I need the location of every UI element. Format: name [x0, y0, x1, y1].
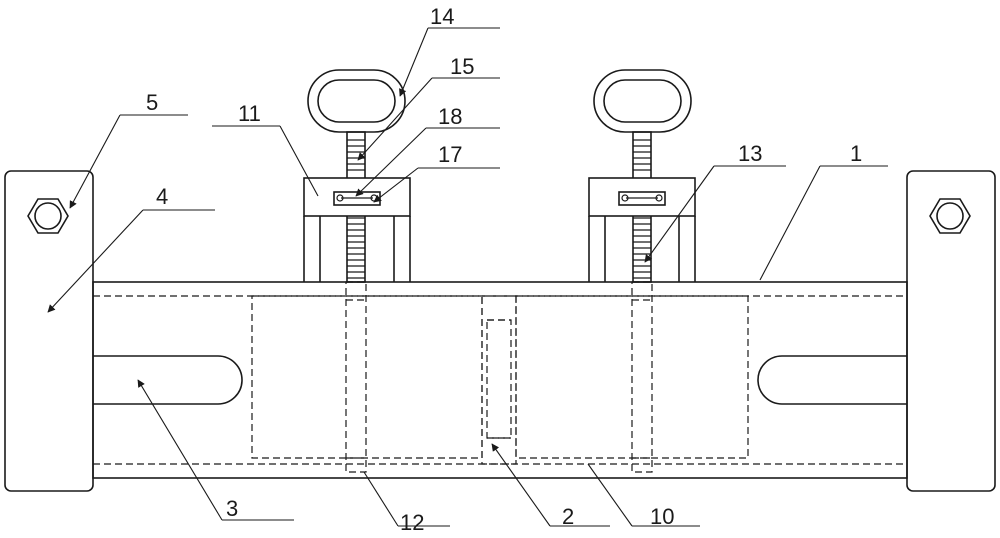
left-clamp-assembly — [303, 69, 411, 473]
callout-18: 18 — [355, 104, 500, 197]
callout-11: 11 — [212, 101, 319, 197]
left-hidden-rod — [345, 281, 367, 473]
left-clamp-legs — [303, 216, 411, 282]
label-1: 1 — [850, 141, 862, 166]
right-hidden-rod — [631, 281, 653, 473]
right-side-plate — [906, 170, 996, 492]
label-10: 10 — [650, 504, 674, 529]
right-clamp-block — [588, 177, 696, 217]
label-13: 13 — [738, 141, 762, 166]
label-3: 3 — [226, 496, 238, 521]
left-hex-bolt — [27, 198, 69, 234]
callout-17: 17 — [373, 142, 500, 203]
left-clamp-block — [303, 177, 411, 217]
callout-10: 10 — [587, 463, 700, 529]
callout-3: 3 — [137, 379, 294, 521]
label-11: 11 — [238, 101, 261, 126]
label-12: 12 — [400, 510, 424, 535]
callout-14: 14 — [399, 4, 500, 97]
label-17: 17 — [438, 142, 462, 167]
callout-4: 4 — [47, 184, 215, 313]
hidden-center-connector — [481, 295, 517, 465]
label-15: 15 — [450, 54, 474, 79]
label-5: 5 — [146, 90, 158, 115]
left-slot — [93, 355, 243, 405]
right-slot — [757, 355, 907, 405]
callout-12: 12 — [363, 471, 450, 535]
left-clamp-handle — [307, 69, 406, 133]
label-18: 18 — [438, 104, 462, 129]
label-14: 14 — [430, 4, 454, 29]
callout-15: 15 — [357, 54, 500, 161]
label-2: 2 — [562, 504, 574, 529]
left-side-plate — [4, 170, 94, 492]
callout-5: 5 — [69, 90, 188, 209]
callout-2: 2 — [491, 443, 610, 529]
right-clamp-handle — [593, 69, 692, 133]
right-hex-bolt — [929, 198, 971, 234]
callout-13: 13 — [644, 141, 786, 263]
label-4: 4 — [156, 184, 168, 209]
main-beam — [92, 281, 908, 479]
right-clamp-legs — [588, 216, 696, 282]
callout-1: 1 — [759, 141, 888, 281]
right-clamp-assembly — [588, 69, 696, 473]
